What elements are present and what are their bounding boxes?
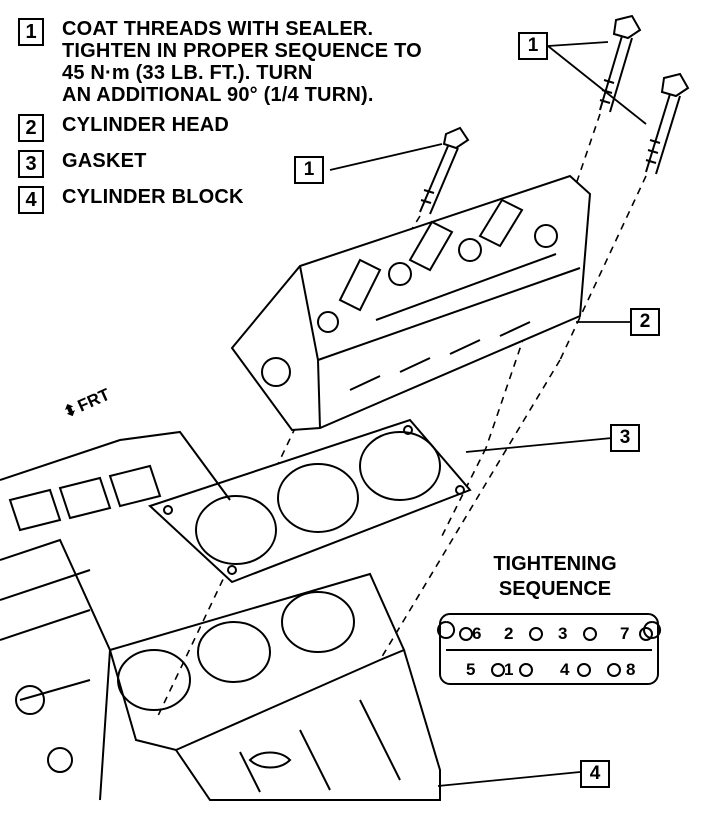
callout-leaders [329, 41, 647, 787]
tightening-sequence-diagram [437, 613, 661, 685]
sequence-number: 2 [504, 624, 514, 643]
legend-number-box: 4 [18, 186, 44, 214]
head-bolt-1 [599, 14, 642, 113]
legend-item-cylinder-block: 4 CYLINDER BLOCK [18, 186, 488, 214]
legend-line: COAT THREADS WITH SEALER. [62, 18, 374, 40]
callout-cylinder-head: 2 [630, 308, 660, 336]
legend-text: CYLINDER HEAD [62, 114, 230, 136]
head-bolt-3 [419, 126, 470, 215]
tightening-title-line: TIGHTENING [493, 553, 617, 575]
sequence-number: 5 [466, 660, 476, 679]
legend-line: TIGHTEN IN PROPER SEQUENCE TO [62, 40, 422, 62]
tightening-sequence-title: TIGHTENING SEQUENCE [450, 552, 660, 602]
sequence-number: 3 [558, 624, 568, 643]
head-bolt-2 [645, 72, 690, 175]
legend-item-gasket: 3 GASKET [18, 150, 488, 178]
callout-gasket: 3 [610, 424, 640, 452]
sequence-number: 7 [620, 624, 630, 643]
callout-cylinder-block: 4 [580, 760, 610, 788]
legend-number-box: 2 [18, 114, 44, 142]
sequence-number: 4 [560, 660, 570, 679]
legend-text: COAT THREADS WITH SEALER. TIGHTEN IN PRO… [62, 18, 422, 106]
legend-line: AN ADDITIONAL 90° (1/4 TURN). [62, 84, 374, 106]
sequence-number: 8 [626, 660, 636, 679]
legend-line: 45 N·m (33 LB. FT.). TURN [62, 62, 313, 84]
legend-number-box: 3 [18, 150, 44, 178]
callout-bolt-left: 1 [294, 156, 324, 184]
cylinder-block [0, 430, 441, 801]
legend: 1 COAT THREADS WITH SEALER. TIGHTEN IN P… [18, 18, 488, 222]
cylinder-head [230, 174, 592, 432]
legend-text: CYLINDER BLOCK [62, 186, 244, 208]
head-gasket [148, 418, 472, 584]
legend-text: GASKET [62, 150, 147, 172]
tightening-title-line: SEQUENCE [498, 578, 612, 600]
callout-bolt-right: 1 [518, 32, 548, 60]
sequence-number: 6 [472, 624, 482, 643]
legend-number-box: 1 [18, 18, 44, 46]
legend-item-cylinder-head: 2 CYLINDER HEAD [18, 114, 488, 142]
legend-item-sealer: 1 COAT THREADS WITH SEALER. TIGHTEN IN P… [18, 18, 488, 106]
sequence-number: 1 [504, 660, 514, 679]
